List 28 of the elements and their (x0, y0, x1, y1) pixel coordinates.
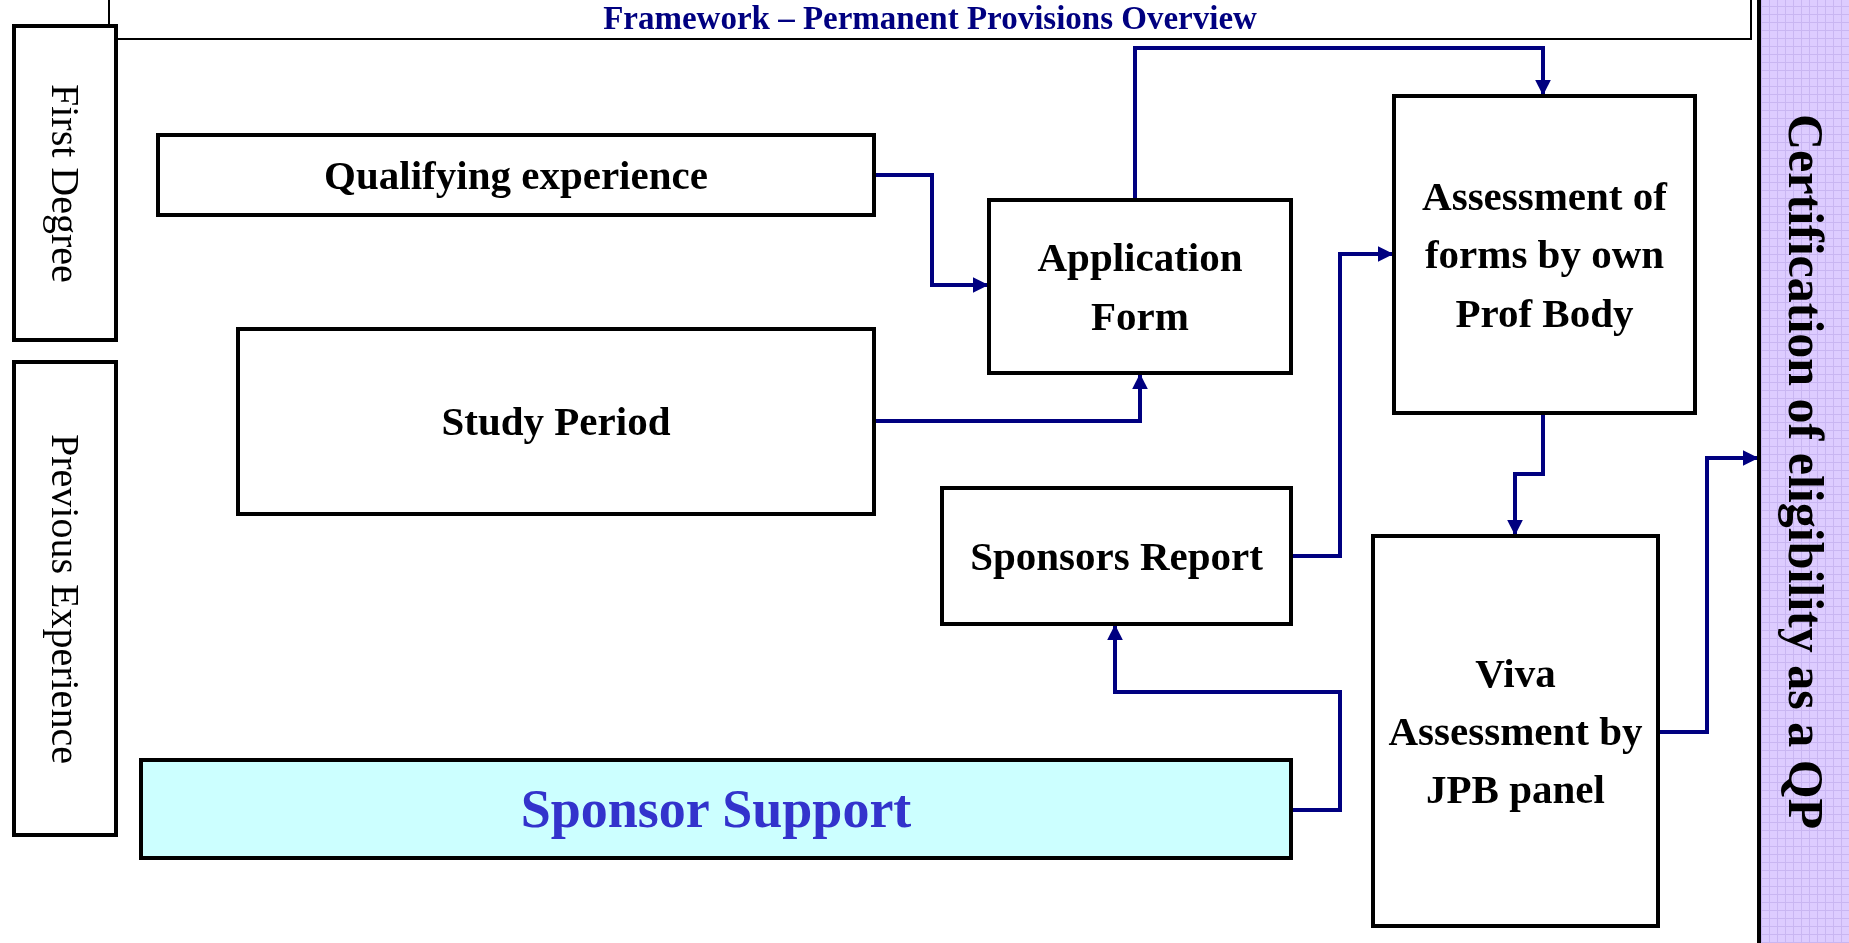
node-label: Application Form (1036, 233, 1244, 341)
arrow (1293, 246, 1394, 558)
node-label: Assessment of forms by own Prof Body (1421, 172, 1669, 338)
node-label: Certification of eligibility as a QP (1776, 113, 1835, 830)
node-label: Study Period (441, 397, 671, 447)
node-label: First Degree (42, 83, 90, 283)
side-label-box (12, 24, 118, 342)
arrow (876, 373, 1148, 423)
arrow (1133, 46, 1551, 198)
process-box (156, 133, 876, 217)
side-label-box (12, 360, 118, 837)
node-label: Viva Assessment by JPB panel (1387, 648, 1644, 815)
process-box (1371, 534, 1660, 928)
diagram-title: Framework – Permanent Provisions Overview (108, 0, 1752, 40)
process-box (940, 486, 1293, 626)
arrow (876, 173, 989, 293)
process-box (1392, 94, 1697, 415)
arrow (1507, 415, 1545, 536)
node-label: Sponsor Support (520, 777, 912, 841)
process-box (236, 327, 876, 516)
process-box (987, 198, 1293, 375)
node-label: Qualifying experience (324, 150, 708, 200)
node-label: Sponsors Report (970, 531, 1263, 581)
sponsor-support-box (139, 758, 1293, 860)
node-label: Previous Experience (42, 433, 90, 764)
arrow (1660, 450, 1759, 734)
certification-bar (1757, 0, 1849, 943)
arrow (1107, 624, 1342, 812)
